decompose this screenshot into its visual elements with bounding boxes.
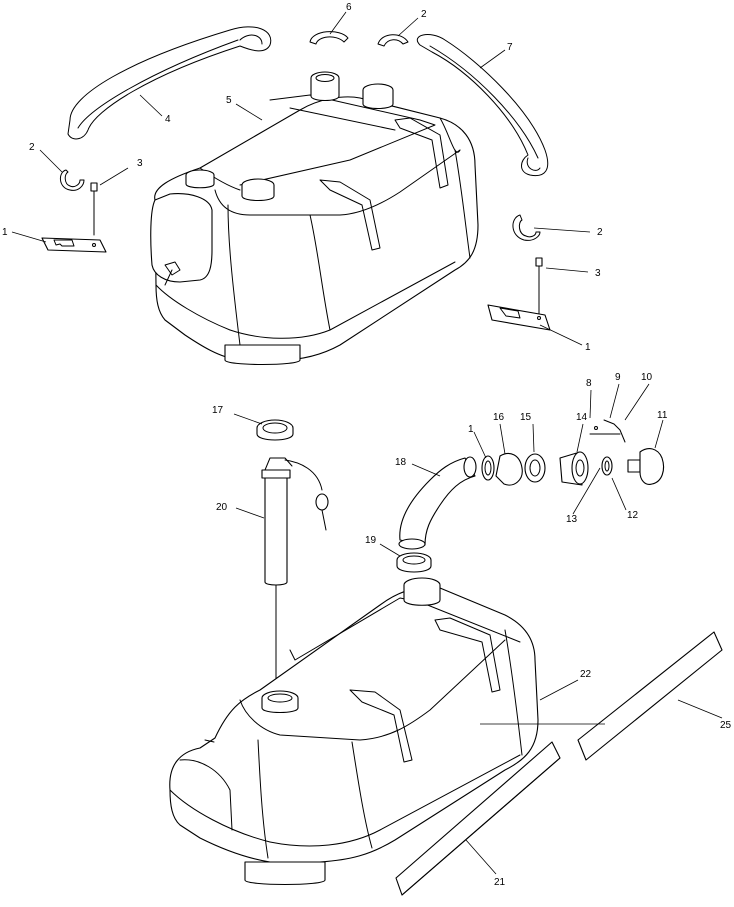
fuel-tank-lower [169, 577, 539, 886]
callout-14: 14 [576, 412, 588, 423]
callout-4: 4 [165, 114, 171, 125]
callout-8: 8 [586, 378, 592, 389]
pad-21-edge [401, 757, 561, 896]
bracket-1-left [41, 237, 107, 253]
callout-18: 18 [395, 457, 407, 468]
callout-25: 25 [720, 720, 732, 731]
clip-6 [309, 31, 349, 45]
fuel-sender-20 [261, 457, 329, 691]
callout-21: 21 [494, 877, 506, 888]
callout-17: 17 [212, 405, 224, 416]
callout-1-right: 1 [585, 342, 591, 353]
screw-3-right [535, 257, 543, 316]
callout-1-cap: 1 [468, 424, 474, 435]
callout-3-left: 3 [137, 158, 143, 169]
callout-11: 11 [657, 410, 668, 421]
callout-6: 6 [346, 2, 352, 13]
callout-10: 10 [641, 372, 653, 383]
callout-20: 20 [216, 502, 228, 513]
callout-22: 22 [580, 669, 592, 680]
callout-2-top: 2 [421, 9, 427, 20]
callout-12: 12 [627, 510, 639, 521]
bracket-1-right [487, 304, 551, 331]
pad-25 [577, 631, 723, 761]
clip-2-right [512, 214, 541, 241]
callout-2-left: 2 [29, 142, 35, 153]
callout-9: 9 [615, 372, 621, 383]
strap-4 [67, 26, 272, 140]
callout-13: 13 [566, 514, 578, 525]
clip-2-left [60, 169, 85, 191]
screw-3-left [90, 182, 98, 236]
callout-7: 7 [507, 42, 513, 53]
filler-hose-18 [398, 456, 477, 550]
callout-15: 15 [520, 412, 532, 423]
callout-5: 5 [226, 95, 232, 106]
filler-cap-assembly [481, 419, 665, 486]
clip-2-top [377, 34, 409, 47]
leader-lines [11, 11, 723, 875]
callout-3-right: 3 [595, 268, 601, 279]
fuel-tank-upper [150, 71, 479, 366]
ring-19 [396, 552, 432, 573]
callout-16: 16 [493, 412, 505, 423]
strap-7 [417, 34, 549, 177]
callout-19: 19 [365, 535, 377, 546]
callout-1-left: 1 [2, 227, 8, 238]
ring-17 [256, 419, 294, 441]
callout-2-right: 2 [597, 227, 603, 238]
